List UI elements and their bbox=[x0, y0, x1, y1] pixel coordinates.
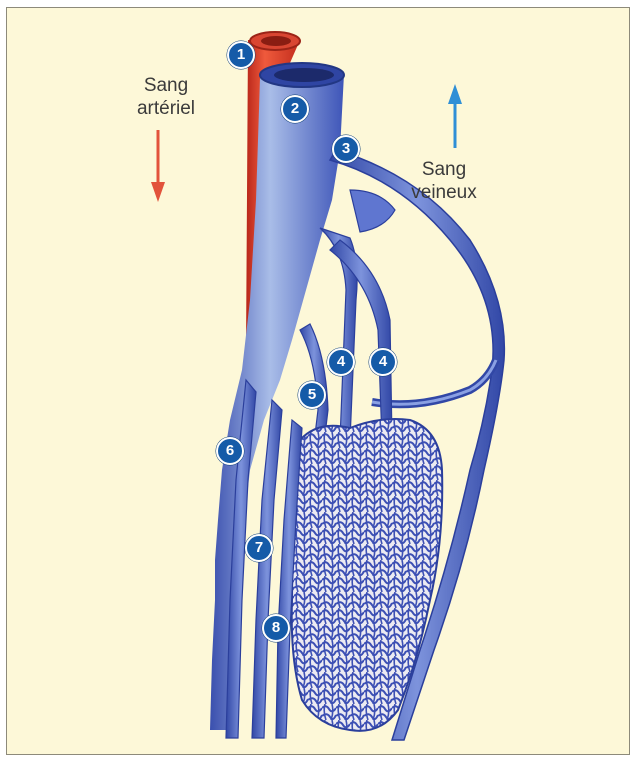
marker-8: 8 bbox=[262, 614, 290, 642]
venous-label-line-2: veineux bbox=[398, 181, 490, 204]
arterial-flow-arrow bbox=[151, 130, 165, 202]
marker-7: 7 bbox=[245, 534, 273, 562]
marker-2: 2 bbox=[281, 95, 309, 123]
arterial-blood-label: Sang artériel bbox=[118, 74, 214, 120]
marker-4b: 4 bbox=[369, 348, 397, 376]
marker-6: 6 bbox=[216, 437, 244, 465]
marker-4a: 4 bbox=[327, 348, 355, 376]
marker-3: 3 bbox=[332, 135, 360, 163]
arterial-label-line-1: Sang bbox=[118, 74, 214, 97]
venous-flow-arrow bbox=[448, 84, 462, 148]
venous-blood-label: Sang veineux bbox=[398, 158, 490, 204]
marker-5: 5 bbox=[298, 381, 326, 409]
venous-label-line-1: Sang bbox=[398, 158, 490, 181]
marker-1: 1 bbox=[227, 41, 255, 69]
arterial-label-line-2: artériel bbox=[118, 97, 214, 120]
